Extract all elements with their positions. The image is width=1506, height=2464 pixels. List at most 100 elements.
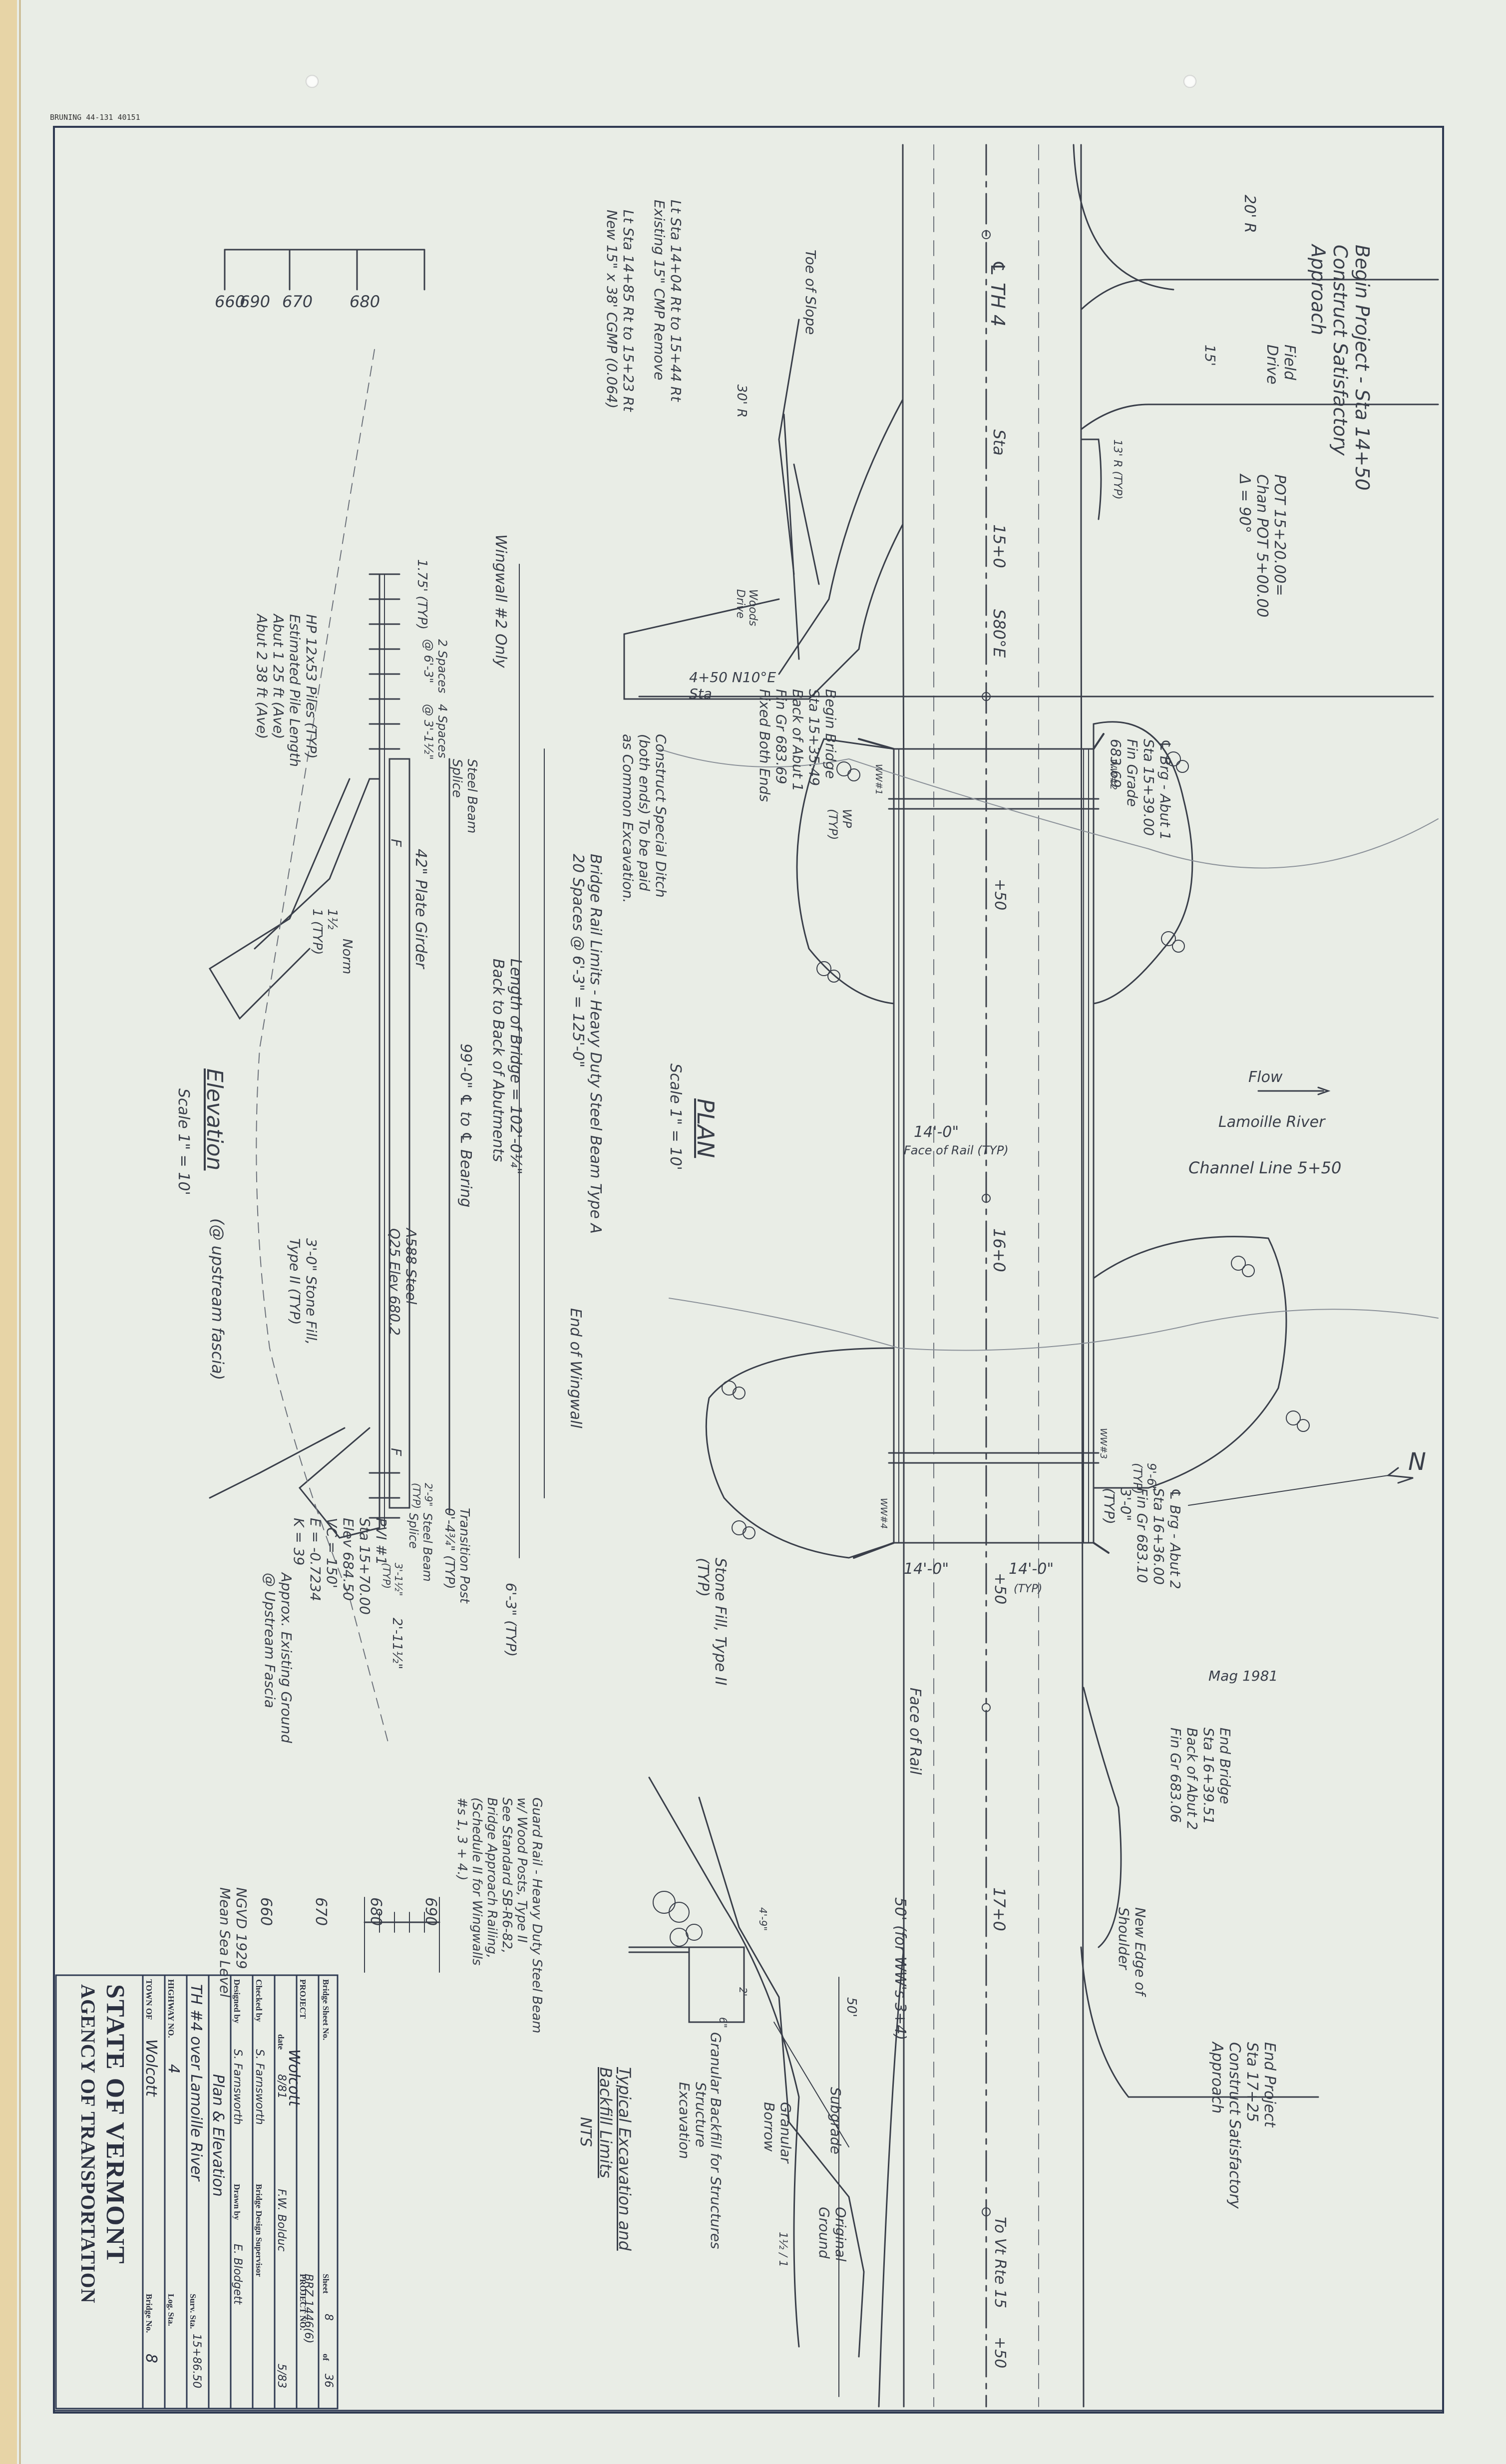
face-rail-dim: 14'-0" <box>914 1123 959 1141</box>
begin-project-note: Begin Project - Sta 14+50 Construct Sati… <box>1307 245 1373 491</box>
sta-16-label: 16+0 <box>990 1228 1009 1272</box>
scale-left-670: 670 <box>282 292 313 311</box>
ditch-note: Construct Special Ditch(both ends) To be… <box>620 734 669 903</box>
plus50-label-2: +50 <box>991 1573 1009 1605</box>
stone-fill-west-2 <box>705 1347 895 1559</box>
bridge-deck-plan <box>893 748 1095 1544</box>
section-dim-50: 50' <box>844 1997 859 2018</box>
highway-label: HIGHWAY NO. <box>166 1979 176 2038</box>
project-no-value: BRZ 1446(6) <box>302 2274 315 2344</box>
desc-value: TH #4 over Lamoille River <box>187 1984 205 2181</box>
norm-label: Norm <box>340 939 355 975</box>
elevation-scale: Scale 1" = 10' <box>175 1088 192 1195</box>
abutment-1-elev <box>208 778 351 1020</box>
bridge-no-value: 8 <box>142 2354 160 2364</box>
river-label: Lamoille River <box>1218 1113 1325 1131</box>
plan-scale: Scale 1" = 10' <box>667 1063 684 1170</box>
designed-value: S. Farnsworth <box>231 2049 244 2125</box>
plus50-label: +50 <box>991 879 1009 911</box>
date2-value: 5/83 <box>275 2364 288 2389</box>
supervisor-value: F.W. Bolduc <box>275 2189 288 2252</box>
sta-label: Sta <box>990 429 1009 456</box>
spaces-b: 4 Spaces@ 3'-1½" <box>421 704 449 760</box>
dim-typ: (TYP) <box>1014 1583 1043 1595</box>
dim-14-b: 14'-0" <box>1009 1560 1054 1578</box>
scale-right-680: 680 <box>367 1897 384 1926</box>
subgrade-label: Subgrade <box>827 2087 844 2154</box>
stone-fill-east-1 <box>1093 721 1193 1005</box>
of-label: of <box>321 2354 331 2361</box>
punch-hole <box>1183 75 1196 88</box>
radius-13-label: 13' R (TYP) <box>1111 439 1124 500</box>
span-note: 99'-0" ℄ to ℄ Bearing <box>457 1044 474 1208</box>
designed-label: Designed by <box>232 1979 242 2024</box>
title-block: STATE OF VERMONT AGENCY OF TRANSPORTATIO… <box>55 1974 339 2410</box>
dim-2-11: 2'-11½" <box>389 1618 404 1670</box>
plate-girder-elev <box>388 758 410 1509</box>
wp-typ-label: WP(TYP) <box>826 809 854 840</box>
checked-label: Checked by <box>254 1979 264 2022</box>
sheet-border <box>53 126 1444 2414</box>
abutment-2-elev <box>209 1427 346 1499</box>
toe-of-slope-label: Toe of Slope <box>802 250 819 335</box>
channel-line-label: Channel Line 5+50 <box>1188 1158 1342 1177</box>
scale-left-660: 660 <box>215 292 246 311</box>
approx-ground-note: Approx. Existing Ground@ Upstream Fascia <box>262 1573 295 1744</box>
drawn-label: Drawn by <box>232 2184 242 2220</box>
drawn-value: E. Blodgett <box>231 2244 244 2305</box>
supervisor-label: Bridge Design Supervisor <box>254 2184 264 2277</box>
sheet-label: Sheet <box>321 2274 331 2294</box>
dim-14-a: 14'-0" <box>904 1560 949 1578</box>
bridge-length-note: Length of Bridge = 102'-0¼"Back to Back … <box>489 959 524 1175</box>
stone-fill-west-1 <box>796 738 895 1005</box>
project-name-value: Wolcott <box>285 2049 303 2107</box>
section-slope: 1½ / 1 <box>776 2232 789 2267</box>
bearing-label: S80°E <box>990 609 1009 658</box>
radius-20-label: 20' R <box>1241 195 1258 233</box>
bridge-sheet-label: Bridge Sheet No. <box>321 1979 331 2041</box>
f-right-mark: F <box>388 1448 404 1456</box>
punch-hole <box>306 75 319 88</box>
road-edge-east <box>1080 144 1085 2408</box>
field-drive-width: 15' <box>1202 345 1218 366</box>
scale-right-660: 660 <box>257 1897 275 1926</box>
dim-50-ww: 50' (for WW's 3+4) <box>891 1897 909 2041</box>
surv-sta-value: 15+86.50 <box>190 2334 203 2389</box>
town-value: Wolcott <box>142 2039 160 2097</box>
stone-fill-elev-note: 3'-0" Stone Fill,Type II (TYP) <box>287 1238 320 1345</box>
section-dim-2: 2' <box>737 1987 749 1997</box>
granular-backfill-label: Granular Backfill for Structures <box>708 2032 724 2249</box>
of-value: 36 <box>322 2374 335 2388</box>
project-label: PROJECT <box>298 1979 308 2019</box>
town-label: TOWN OF <box>144 1979 154 2020</box>
face-of-rail-label: Face of Rail <box>906 1688 924 1775</box>
section-nts: NTS <box>577 2117 594 2147</box>
checked-value: S. Farnsworth <box>253 2049 266 2125</box>
sheet-value: 8 <box>322 2314 335 2321</box>
dim-2-9: 2'-9"(TYP) <box>410 1483 434 1509</box>
elevation-sub: (@ upstream fascia) <box>208 1218 227 1381</box>
sheet-title-value: Plan & Elevation <box>209 2074 227 2197</box>
edge-strip <box>0 0 17 2464</box>
ww3-label: WW#3 <box>1098 1428 1109 1459</box>
wingwall-note: Wingwall #2 Only <box>492 534 509 668</box>
mag-label: Mag 1981 <box>1208 1668 1278 1684</box>
to-rte15-label: To Vt Rte 15 <box>991 2217 1009 2309</box>
